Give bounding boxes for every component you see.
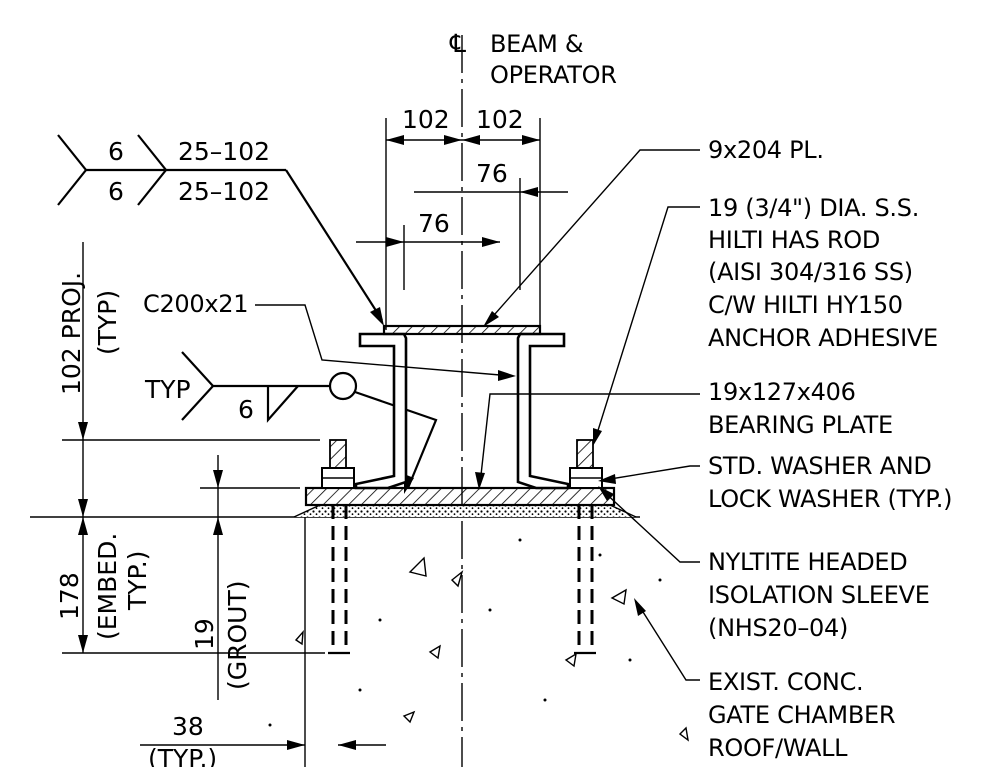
weld-spacing-top: 25–102	[178, 137, 270, 166]
edge-dimension-text: 38	[172, 712, 204, 741]
dimension-102-left: 102	[385, 105, 462, 330]
typ-label: TYP	[144, 375, 191, 404]
sleeve-label-line-2: ISOLATION SLEEVE	[708, 581, 930, 609]
projection-note-text: (TYP)	[93, 290, 122, 355]
embed-note-text-2: TYP.)	[123, 551, 152, 611]
rod-label-line-2: HILTI HAS ROD	[708, 226, 880, 254]
weld-symbol-typ: TYP 6	[144, 351, 438, 494]
sleeve-label-line-1: NYLTITE HEADED	[708, 548, 907, 576]
concrete-label-line-2: GATE CHAMBER	[708, 701, 895, 729]
rod-label-line-3: (AISI 304/316 SS)	[708, 258, 913, 286]
washer-label-line-1: STD. WASHER AND	[708, 452, 932, 480]
projection-dimension-text: 102 PROJ.	[57, 272, 86, 395]
rod-label-line-4: C/W HILTI HY150	[708, 291, 903, 319]
existing-concrete-roof	[268, 504, 689, 767]
callout-plate: 9x204 PL.	[483, 136, 824, 327]
callout-washer: STD. WASHER AND LOCK WASHER (TYP.)	[598, 452, 952, 513]
dimension-76-left: 76	[356, 209, 500, 290]
bearing-plate	[304, 486, 616, 507]
centerline-symbol: ℄	[449, 29, 466, 58]
grout-dimension-text: 19	[190, 618, 219, 650]
centerline-label: ℄ BEAM & OPERATOR	[449, 29, 617, 89]
weld-spacing-bottom: 25–102	[178, 177, 270, 206]
sleeve-label-line-3: (NHS20–04)	[708, 614, 848, 642]
bearing-plate-label-line-2: BEARING PLATE	[708, 411, 893, 439]
centerline-label-line-2: OPERATOR	[490, 61, 617, 89]
bearing-plate-label-line-1: 19x127x406	[708, 378, 856, 406]
callout-concrete: EXIST. CONC. GATE CHAMBER ROOF/WALL	[634, 598, 896, 762]
callout-bearing-plate: 19x127x406 BEARING PLATE	[475, 378, 893, 490]
dimension-76-right: 76	[414, 159, 568, 290]
dimension-76-right-text: 76	[476, 159, 508, 188]
dimension-76-left-text: 76	[418, 209, 450, 238]
edge-note-text: (TYP.)	[148, 744, 217, 767]
anchor-rod-left	[321, 439, 355, 655]
embed-note-text-1: (EMBED.	[93, 533, 122, 640]
dimension-178-embed: 178 (EMBED. TYP.)	[30, 440, 325, 654]
grout-note-text: (GROUT)	[223, 581, 252, 691]
centerline-label-line-1: BEAM &	[490, 30, 583, 58]
washer-label-line-2: LOCK WASHER (TYP.)	[708, 485, 952, 513]
weld-size-top: 6	[108, 137, 124, 166]
typ-weld-size: 6	[238, 395, 254, 424]
dimension-102-projection: 102 PROJ. (TYP)	[57, 242, 320, 441]
dimension-19-grout: 19 (GROUT)	[190, 455, 300, 700]
dimension-102-right-text: 102	[476, 105, 524, 134]
channel-right	[516, 332, 570, 490]
anchor-rod-right	[569, 439, 603, 655]
weld-symbol-top: 6 6 25–102 25–102	[57, 134, 384, 326]
dimension-102-left-text: 102	[402, 105, 450, 134]
dimension-102-right: 102	[462, 105, 541, 330]
concrete-label-line-3: ROOF/WALL	[708, 734, 848, 762]
callout-anchor-rod: 19 (3/4") DIA. S.S. HILTI HAS ROD (AISI …	[593, 194, 938, 446]
callout-channel: C200x21	[143, 290, 516, 381]
callout-isolation-sleeve: NYLTITE HEADED ISOLATION SLEEVE (NHS20–0…	[598, 486, 930, 642]
plate-label: 9x204 PL.	[708, 136, 824, 164]
rod-label-line-5: ANCHOR ADHESIVE	[708, 324, 938, 352]
rod-label-line-1: 19 (3/4") DIA. S.S.	[708, 194, 919, 222]
channel-left	[354, 332, 408, 490]
embed-dimension-text: 178	[55, 572, 84, 620]
weld-size-bottom: 6	[108, 177, 124, 206]
top-plate	[382, 324, 542, 336]
concrete-label-line-1: EXIST. CONC.	[708, 668, 863, 696]
channel-label: C200x21	[143, 290, 248, 318]
dimension-38-edge: 38 (TYP.)	[140, 712, 386, 767]
